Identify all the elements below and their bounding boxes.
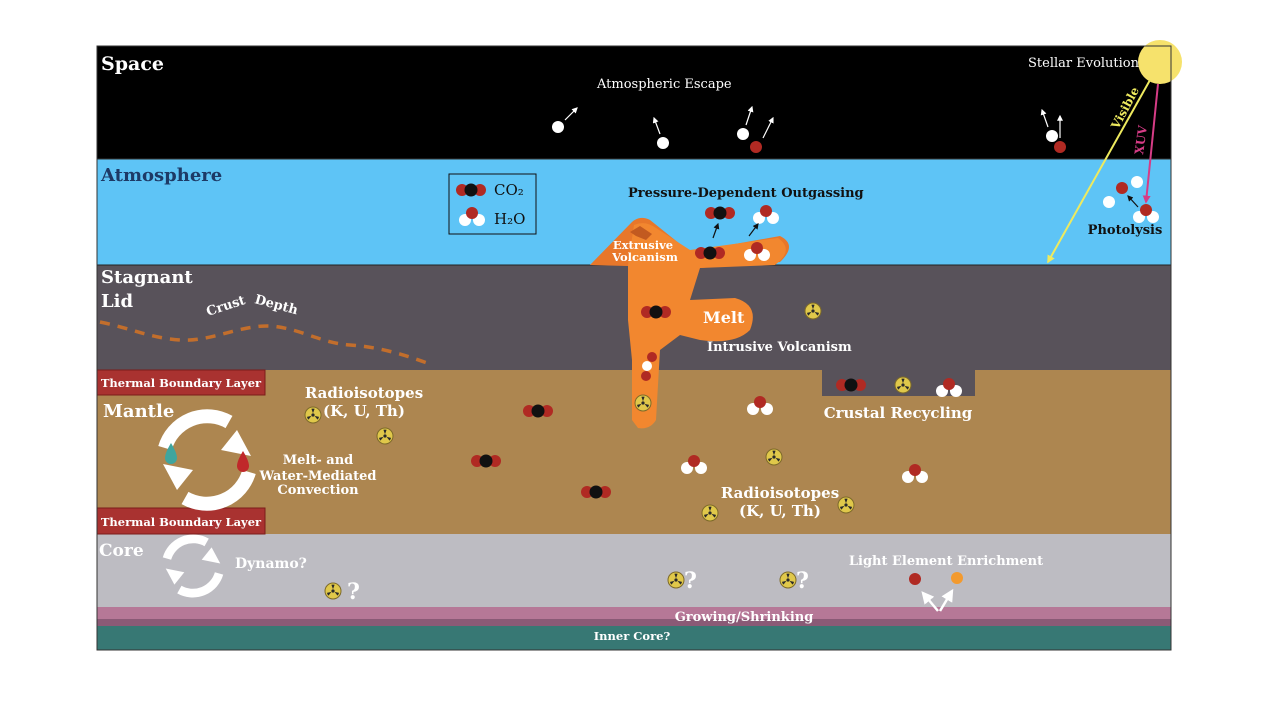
- outgassing-molecules: [695, 205, 779, 261]
- convection-label-1: Melt- and: [283, 453, 354, 468]
- legend-h2o-label: H₂O: [494, 210, 525, 228]
- melt-plume: [628, 223, 786, 429]
- space-layer: [97, 46, 1171, 159]
- mantle-label: Mantle: [103, 401, 174, 422]
- sun-icon: [1138, 40, 1182, 84]
- radioactive-icon: [324, 582, 342, 600]
- convection-label-3: Convection: [277, 483, 359, 498]
- photolysis-group: [1103, 176, 1159, 223]
- radioisotopes-label-2b: (K, U, Th): [739, 502, 821, 520]
- visible-ray: [1047, 79, 1151, 264]
- stellar-evolution-label: Stellar Evolution: [1028, 56, 1140, 71]
- legend-co2-label: CO₂: [494, 181, 524, 199]
- radioisotopes-label-1b: (K, U, Th): [323, 402, 405, 420]
- intrusive-volcanism-label: Intrusive Volcanism: [707, 340, 852, 355]
- core-question-2: ?: [684, 568, 697, 594]
- blood-drop-icon: [237, 451, 249, 472]
- volcano-melt-system: [590, 217, 789, 429]
- radioactive-icon: [701, 504, 719, 522]
- escaping-particles: [552, 105, 1066, 153]
- radioactive-icon: [376, 427, 394, 445]
- melt-conduit-molecules: [641, 352, 657, 381]
- growing-shrinking-band: [97, 607, 1171, 619]
- thermal-boundary-bottom: Thermal Boundary Layer: [96, 507, 266, 535]
- radioactive-icon: [837, 496, 855, 514]
- xuv-ray: [1142, 83, 1159, 204]
- inner-core-label: Inner Core?: [594, 629, 671, 643]
- melt-label: Melt: [703, 308, 745, 327]
- radioactive-icon: [765, 448, 783, 466]
- crustal-recycling-label: Crustal Recycling: [824, 404, 973, 422]
- radioactive-icon: [634, 394, 652, 412]
- dynamo-label: Dynamo?: [235, 556, 307, 572]
- extrusive-volcanism-line2: Volcanism: [611, 250, 678, 264]
- stagnant-lid-label-line1: Stagnant: [101, 267, 193, 288]
- atmosphere-label: Atmosphere: [100, 165, 222, 186]
- radioisotopes-label-1a: Radioisotopes: [305, 384, 423, 402]
- light-element-label: Light Element Enrichment: [849, 554, 1043, 569]
- molecule-legend: CO₂ H₂O: [448, 173, 537, 235]
- radioactive-icon: [804, 302, 822, 320]
- crust-depth-line: [99, 320, 431, 366]
- inner-core-layer: [97, 626, 1171, 650]
- radioactive-icon: [667, 571, 685, 589]
- photolysis-label: Photolysis: [1088, 223, 1163, 238]
- radioactive-icon: [894, 376, 912, 394]
- extrusive-volcanism-line1: Extrusive: [613, 238, 673, 252]
- core-question-1: ?: [347, 579, 360, 605]
- growing-shrinking-label: Growing/Shrinking: [675, 610, 814, 625]
- co2-molecule-icon: [456, 183, 486, 197]
- stagnant-lid-label-line2: Lid: [101, 291, 133, 312]
- thermal-boundary-bottom-label: Thermal Boundary Layer: [101, 515, 262, 529]
- pressure-outgassing-label: Pressure-Dependent Outgassing: [628, 186, 864, 201]
- core-label: Core: [99, 541, 144, 561]
- xuv-ray-label: XUV: [1132, 124, 1150, 155]
- light-element-particles: [909, 572, 963, 612]
- radioisotopes-label-2a: Radioisotopes: [721, 484, 839, 502]
- radioactive-icon: [779, 571, 797, 589]
- thermal-boundary-top-label: Thermal Boundary Layer: [101, 376, 262, 390]
- atmospheric-escape-label: Atmospheric Escape: [596, 77, 732, 92]
- growing-shrinking-band-dark: [97, 619, 1171, 626]
- core-question-3: ?: [796, 568, 809, 594]
- core-layer: [97, 534, 1171, 607]
- radioactive-icon: [304, 406, 322, 424]
- convection-label-2: Water-Mediated: [259, 469, 377, 484]
- space-label: Space: [101, 53, 164, 75]
- water-drop-icon: [165, 443, 177, 464]
- thermal-boundary-top: Thermal Boundary Layer: [96, 369, 266, 396]
